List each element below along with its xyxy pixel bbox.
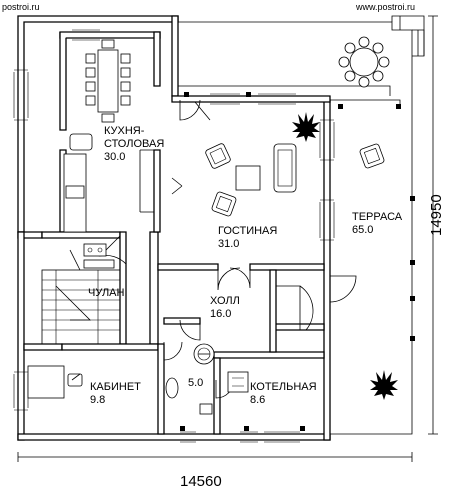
dining-table: [85, 39, 131, 123]
sofa-icon: [273, 143, 297, 193]
kitchen-area: 30.0: [104, 151, 125, 163]
living-name: ГОСТИНАЯ: [218, 225, 277, 237]
height-dimension-label: 14950: [428, 194, 445, 236]
armchair-icon: [205, 143, 231, 169]
kitchen-name-line2: СТОЛОВАЯ: [104, 138, 164, 150]
hall-area: 16.0: [210, 308, 231, 320]
dimension-width: 14560: [17, 452, 413, 490]
watermark-right: www.postroi.ru: [355, 2, 415, 12]
study-area: 9.8: [90, 394, 105, 406]
width-dimension-label: 14560: [180, 473, 222, 490]
living-area: 31.0: [218, 238, 239, 250]
windows: [13, 29, 335, 443]
sink-icon: [65, 185, 85, 199]
terrace-round-table: [338, 36, 390, 88]
terrace-columns: [180, 92, 415, 431]
terrace-area: 65.0: [352, 224, 373, 236]
kitchen-name-line1: КУХНЯ-: [104, 125, 145, 137]
bath-area: 5.0: [188, 377, 203, 389]
terrace-name: ТЕРРАСА: [352, 211, 403, 223]
terrace-outline: [178, 15, 425, 435]
study-desk: [27, 365, 83, 399]
toilet-icon: [199, 403, 213, 415]
armchair-icon: [211, 191, 237, 217]
boiler-area: 8.6: [250, 394, 265, 406]
stove-icon: [83, 243, 107, 257]
bathroom-fixtures: [165, 343, 215, 415]
dimension-height: 14950: [428, 15, 445, 435]
armchair-icon: [359, 143, 385, 169]
room-labels: КУХНЯ- СТОЛОВАЯ 30.0 ГОСТИНАЯ 31.0 ТЕРРА…: [88, 125, 403, 406]
staircase: [41, 249, 121, 345]
boiler-name: КОТЕЛЬНАЯ: [250, 381, 317, 393]
watermark-left: postroi.ru: [2, 2, 40, 12]
table-icon: [235, 165, 261, 191]
table-icon: [97, 49, 119, 113]
boiler-equipment: [227, 371, 249, 393]
pantry-name: ЧУЛАН: [88, 287, 125, 299]
kitchen-fixtures: [63, 133, 155, 269]
plant-icon: [370, 370, 398, 400]
plant-icon: [292, 112, 320, 142]
study-name: КАБИНЕТ: [90, 381, 141, 393]
living-furniture: [171, 143, 385, 217]
hall-name: ХОЛЛ: [210, 295, 240, 307]
toilet-icon: [165, 377, 179, 399]
outer-walls: [17, 15, 331, 441]
